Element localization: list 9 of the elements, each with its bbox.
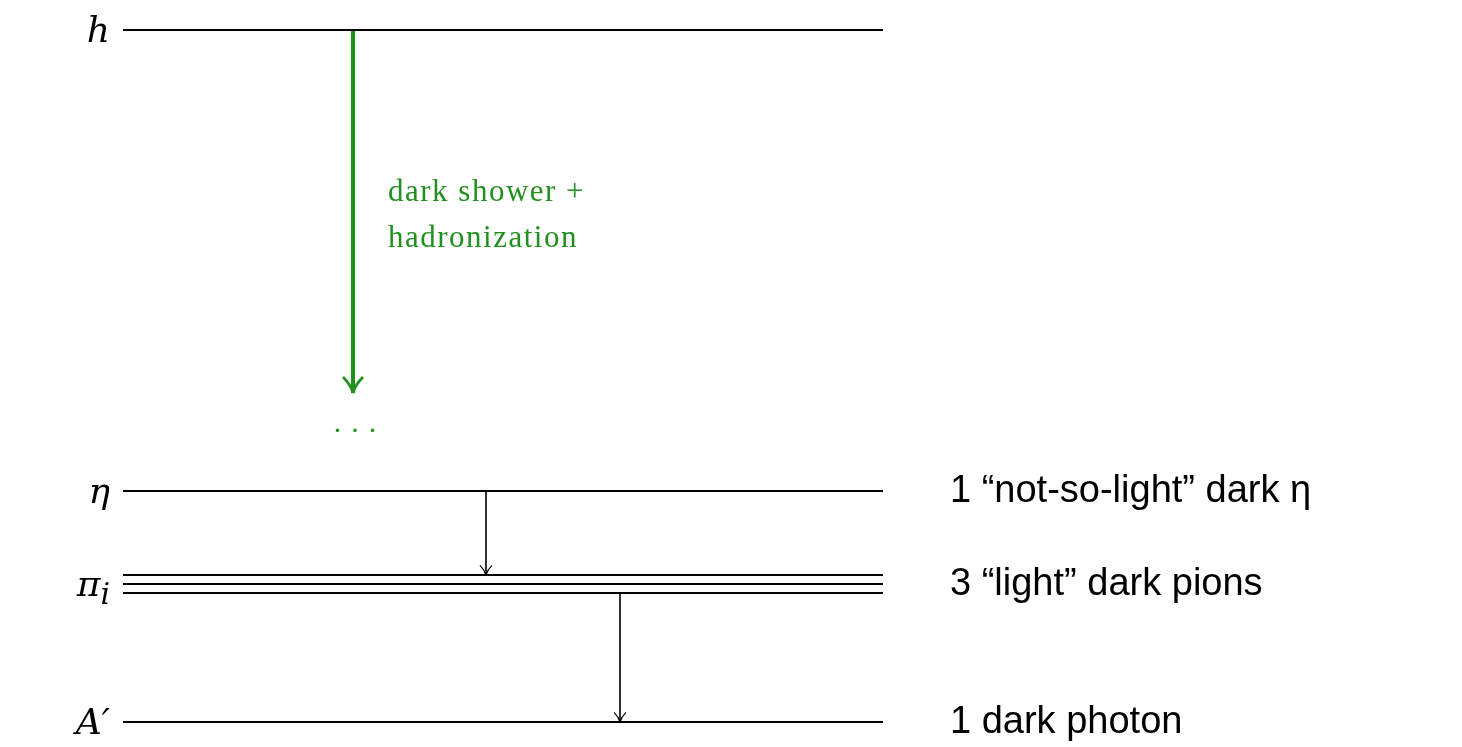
level-description: 1 “not-so-light” dark η xyxy=(950,467,1312,511)
level-symbol: h xyxy=(85,10,110,50)
ellipsis-text: · · · xyxy=(332,415,378,445)
level-symbol: A′ xyxy=(72,702,110,742)
edge-label: dark shower + hadronization xyxy=(388,172,587,256)
level-symbol: η xyxy=(87,471,110,511)
level-description: 1 dark photon xyxy=(950,698,1183,742)
level-symbol: π$_{i}$ xyxy=(75,564,110,614)
level-description: 3 “light” dark pions xyxy=(950,560,1263,604)
